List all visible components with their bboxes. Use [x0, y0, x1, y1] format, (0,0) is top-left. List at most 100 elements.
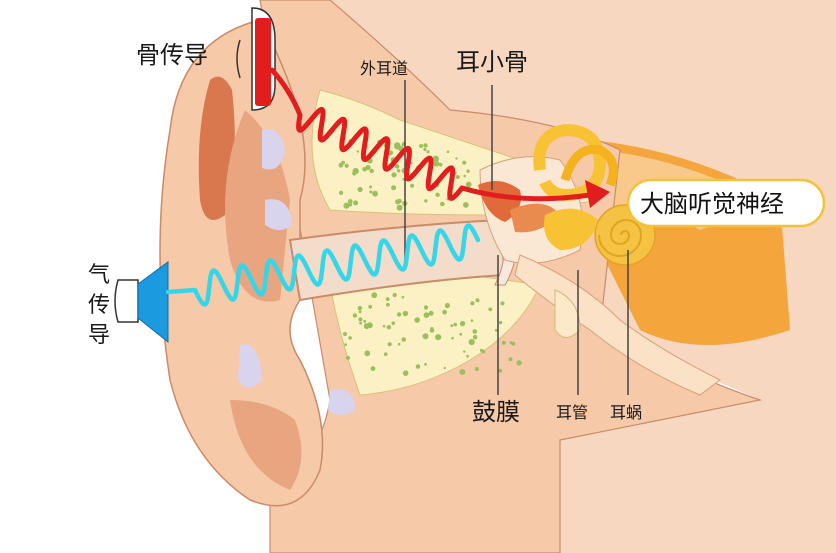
- bone-dot: [372, 190, 378, 197]
- bone-dot: [387, 342, 392, 347]
- bone-dot: [435, 334, 442, 341]
- bone-dot: [462, 160, 467, 165]
- bone-dot: [453, 322, 458, 327]
- bone-dot: [429, 328, 435, 333]
- bone-dot: [466, 354, 469, 358]
- bone-dot: [459, 369, 466, 375]
- bone-dot: [364, 350, 371, 357]
- bone-dot: [423, 305, 429, 310]
- bone-dot: [369, 168, 374, 174]
- label-eustachian-tube: 耳管: [556, 403, 588, 422]
- air-conduction-wave: [165, 223, 481, 307]
- bone-dot: [442, 309, 447, 315]
- bone-dot: [426, 150, 430, 154]
- bone-dot: [423, 147, 427, 152]
- bone-dot: [343, 202, 350, 209]
- bone-dot: [444, 302, 450, 309]
- bone-dot: [446, 150, 450, 154]
- bone-dot: [479, 348, 484, 352]
- bone-dot: [459, 320, 466, 327]
- bone-dot: [466, 169, 470, 173]
- bone-dot: [422, 333, 429, 340]
- bone-dot: [494, 328, 498, 332]
- bone-dot: [432, 155, 439, 162]
- bone-dot: [357, 186, 363, 193]
- label-air-1: 气: [88, 263, 110, 288]
- cartilage-2: [265, 199, 292, 230]
- bone-conduction-headphone-icon: [236, 7, 276, 111]
- bone-dot: [401, 337, 407, 342]
- label-ossicles: 耳小骨: [456, 48, 528, 76]
- bone-dot: [424, 199, 428, 203]
- bone-dot: [402, 370, 409, 377]
- bone-dot: [423, 143, 428, 148]
- bone-dot: [455, 157, 458, 160]
- bone-dot: [488, 307, 493, 312]
- bone-dot: [363, 319, 367, 323]
- bone-dot: [438, 162, 443, 167]
- bone-dot: [443, 366, 446, 370]
- bone-conduction-arrowhead: [585, 180, 610, 208]
- bone-dot: [353, 200, 359, 206]
- bone-dot: [394, 142, 401, 149]
- label-cochlea: 耳蜗: [610, 403, 642, 422]
- bone-dot: [419, 144, 424, 148]
- ossicles-shape-2: [510, 203, 560, 233]
- bone-dot: [498, 368, 503, 373]
- bone-dot: [396, 312, 402, 317]
- bone-dot: [451, 336, 454, 340]
- bone-dot: [391, 172, 397, 178]
- bone-dot: [401, 295, 405, 299]
- bone-dot: [508, 357, 513, 362]
- bone-dot: [368, 304, 373, 309]
- bone-dot: [365, 164, 371, 171]
- bone-dot: [463, 174, 467, 178]
- bone-dot: [344, 343, 347, 346]
- bone-dot: [470, 319, 474, 322]
- bone-dot: [472, 329, 478, 334]
- label-bone-conduction: 骨传导: [136, 41, 208, 69]
- bone-dot: [509, 341, 513, 345]
- bone-dot: [338, 162, 344, 168]
- bone-dot: [475, 298, 480, 303]
- bone-dot: [459, 332, 463, 336]
- bone-dot: [348, 203, 353, 207]
- bone-dot: [345, 355, 350, 360]
- semicircular-canals-2: [560, 144, 618, 187]
- cartilage-4: [328, 389, 355, 415]
- bone-dot: [386, 325, 392, 330]
- bone-conduction-arrow-line: [459, 185, 593, 202]
- bone-dot: [463, 202, 469, 208]
- bone-dot: [394, 164, 400, 169]
- bone-dot: [344, 163, 349, 168]
- bone-dot: [388, 150, 394, 156]
- ossicles-shape: [478, 181, 521, 222]
- bone-texture-dots: [338, 139, 522, 377]
- bone-dot: [369, 190, 373, 194]
- bone-dot: [397, 342, 401, 346]
- bone-dot: [359, 321, 362, 325]
- auricle-fold-shadow: [198, 76, 235, 221]
- bone-dot: [391, 321, 396, 326]
- bone-dot: [402, 310, 409, 317]
- cartilage-3: [238, 344, 262, 388]
- bone-dot: [386, 302, 390, 307]
- bone-dot: [463, 350, 466, 353]
- label-eardrum: 鼓膜: [472, 398, 520, 426]
- bone-dot: [342, 331, 348, 337]
- bone-dot: [385, 297, 390, 301]
- label-outer-ear-canal: 外耳道: [360, 59, 408, 78]
- bone-dot: [410, 183, 415, 188]
- bone-dot: [370, 366, 376, 371]
- bone-dot: [366, 322, 373, 329]
- bone-dot: [396, 169, 401, 173]
- bone-dot: [415, 364, 421, 369]
- bone-dot: [369, 185, 373, 189]
- lobe-shadow: [230, 400, 302, 490]
- bone-dot: [423, 312, 430, 318]
- bone-dot: [498, 320, 503, 325]
- bone-dot: [472, 334, 478, 340]
- bone-dot: [468, 339, 475, 346]
- bone-dot: [383, 352, 388, 357]
